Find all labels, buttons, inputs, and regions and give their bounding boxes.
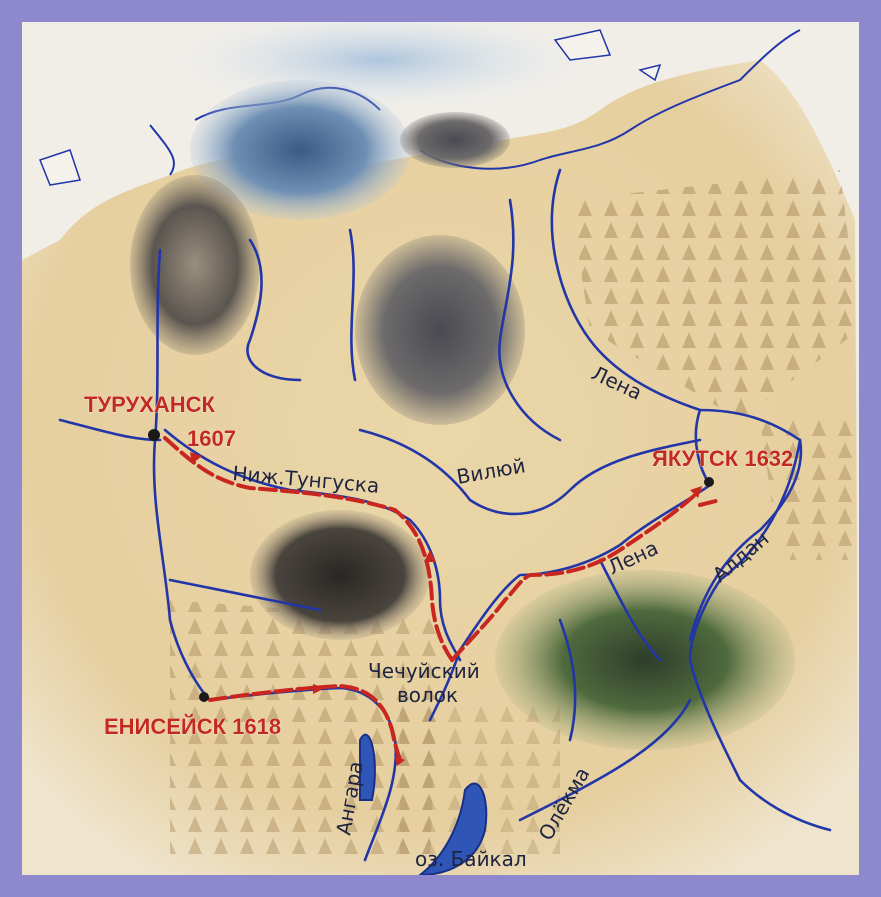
- river-angara: [208, 686, 398, 862]
- route-tunguska: [163, 436, 454, 662]
- arrow-4: [313, 684, 325, 694]
- route-arrows: [190, 452, 702, 766]
- puffin-photo: [400, 112, 510, 168]
- map-svg: ТУРУХАНСК 1607 ЕНИСЕЙСК 1618 ЯКУТСК 1632…: [22, 22, 859, 875]
- river-olekma: [518, 698, 692, 822]
- arrow-3: [690, 486, 702, 498]
- river-tributary-3: [498, 198, 562, 442]
- arrow-2: [424, 550, 436, 562]
- river-aldan: [688, 438, 802, 782]
- lake-label-baikal: оз. Байкал: [415, 847, 527, 871]
- island-3: [39, 149, 81, 186]
- city-label-turukhansk: ТУРУХАНСК: [84, 392, 216, 417]
- city-marker-yakutsk: [704, 477, 714, 487]
- river-lena-north: [550, 168, 803, 642]
- river-tributary-8: [738, 778, 832, 832]
- map-canvas: ТУРУХАНСК 1607 ЕНИСЕЙСК 1618 ЯКУТСК 1632…: [22, 22, 859, 875]
- city-marker-turukhansk: [148, 429, 160, 441]
- island-2: [638, 63, 662, 82]
- lake-baikal: [418, 782, 488, 875]
- portage-label-line2: волок: [397, 683, 458, 707]
- city-label-turukhansk-year: 1607: [187, 426, 236, 451]
- city-label-yakutsk: ЯКУТСК 1632: [652, 446, 793, 471]
- route-lena: [450, 488, 702, 662]
- route-yakutsk-end: [698, 498, 722, 507]
- dark-wolf-photo: [355, 235, 525, 425]
- expedition-route: [163, 436, 722, 767]
- lake-west: [359, 733, 376, 801]
- wolf-photo: [130, 175, 260, 355]
- river-viluy: [358, 428, 702, 516]
- taiga-photo: [495, 570, 795, 750]
- city-marker-yeniseysk: [199, 692, 209, 702]
- river-yenisei: [152, 248, 212, 702]
- bear-photo: [250, 510, 430, 640]
- city-label-yeniseysk: ЕНИСЕЙСК 1618: [104, 714, 281, 739]
- river-tributary-4: [168, 578, 322, 612]
- river-tributary-1: [246, 238, 302, 382]
- iceberg-photo: [190, 80, 410, 220]
- island-1: [553, 29, 612, 61]
- river-tributary-6: [598, 558, 662, 662]
- arrow-5: [395, 756, 405, 766]
- forest-east: [760, 420, 859, 560]
- route-angara: [208, 683, 404, 767]
- river-tributary-2: [348, 228, 357, 382]
- portage-label-line1: Чечуйский: [368, 659, 480, 683]
- forest-northeast: [570, 170, 859, 420]
- river-tributary-7: [558, 618, 577, 742]
- arrow-1: [190, 452, 202, 464]
